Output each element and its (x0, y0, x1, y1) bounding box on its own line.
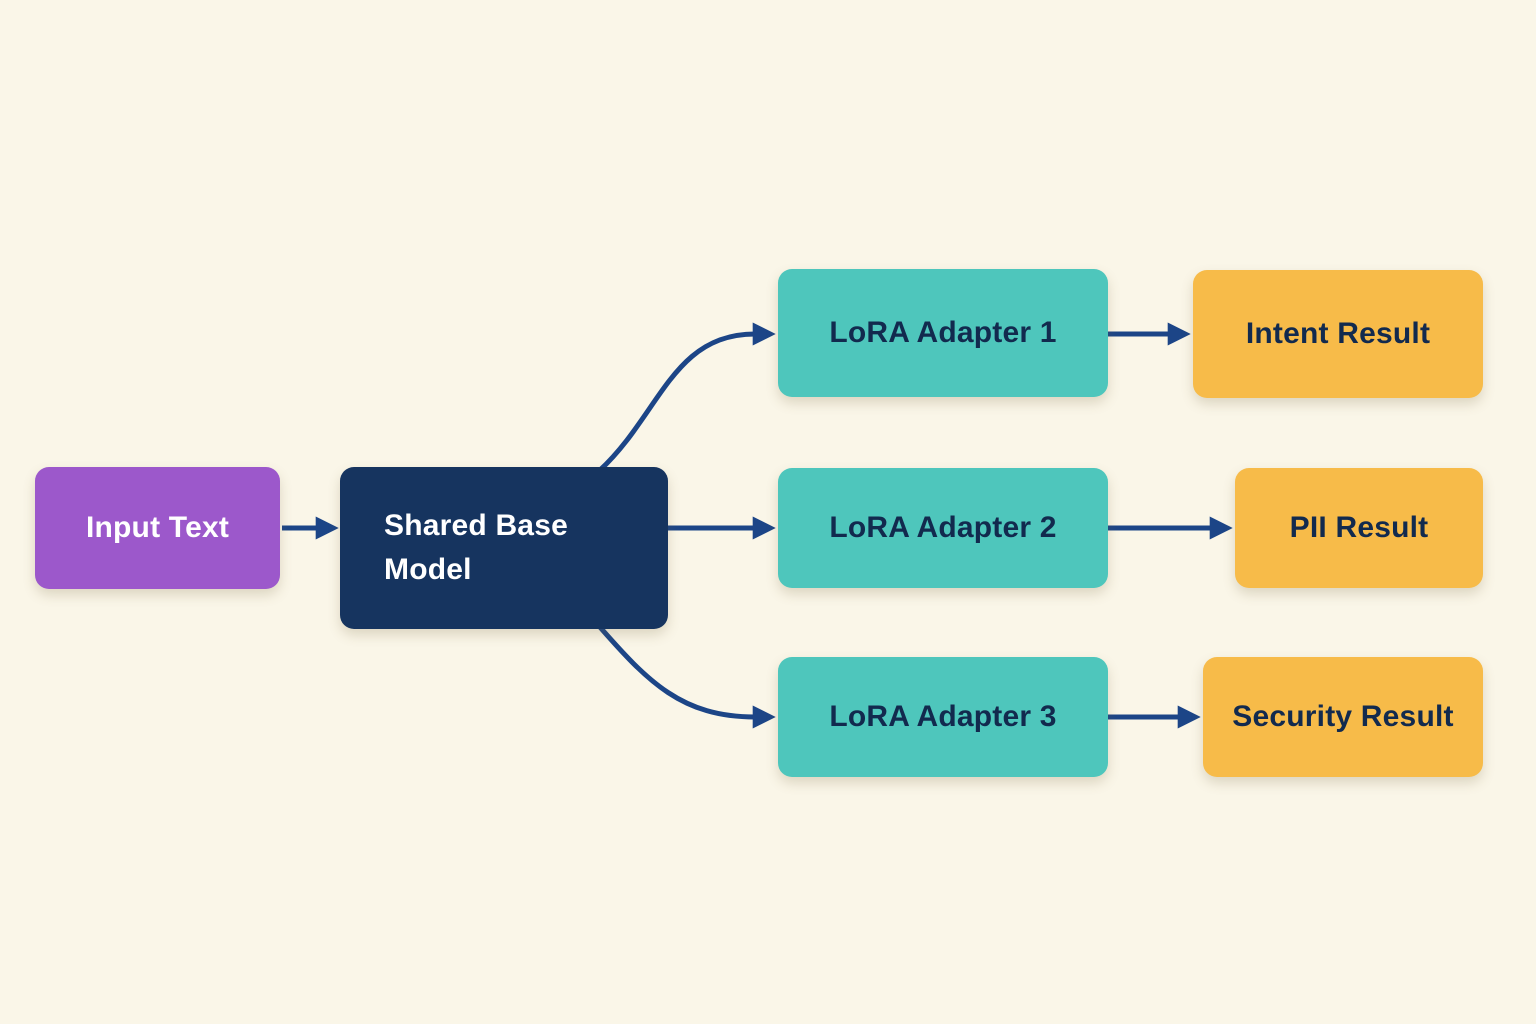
node-lora-adapter-3: LoRA Adapter 3 (778, 657, 1108, 777)
node-lora-adapter-1: LoRA Adapter 1 (778, 269, 1108, 397)
node-pii-result: PII Result (1235, 468, 1483, 588)
node-input-text: Input Text (35, 467, 280, 589)
node-shared-base-model: Shared Base Model (340, 467, 668, 629)
node-lora-adapter-2: LoRA Adapter 2 (778, 468, 1108, 588)
node-security-result: Security Result (1203, 657, 1483, 777)
edge-model-to-lora3 (597, 624, 776, 729)
edge-model-to-lora1 (597, 322, 776, 473)
node-intent-result: Intent Result (1193, 270, 1483, 398)
